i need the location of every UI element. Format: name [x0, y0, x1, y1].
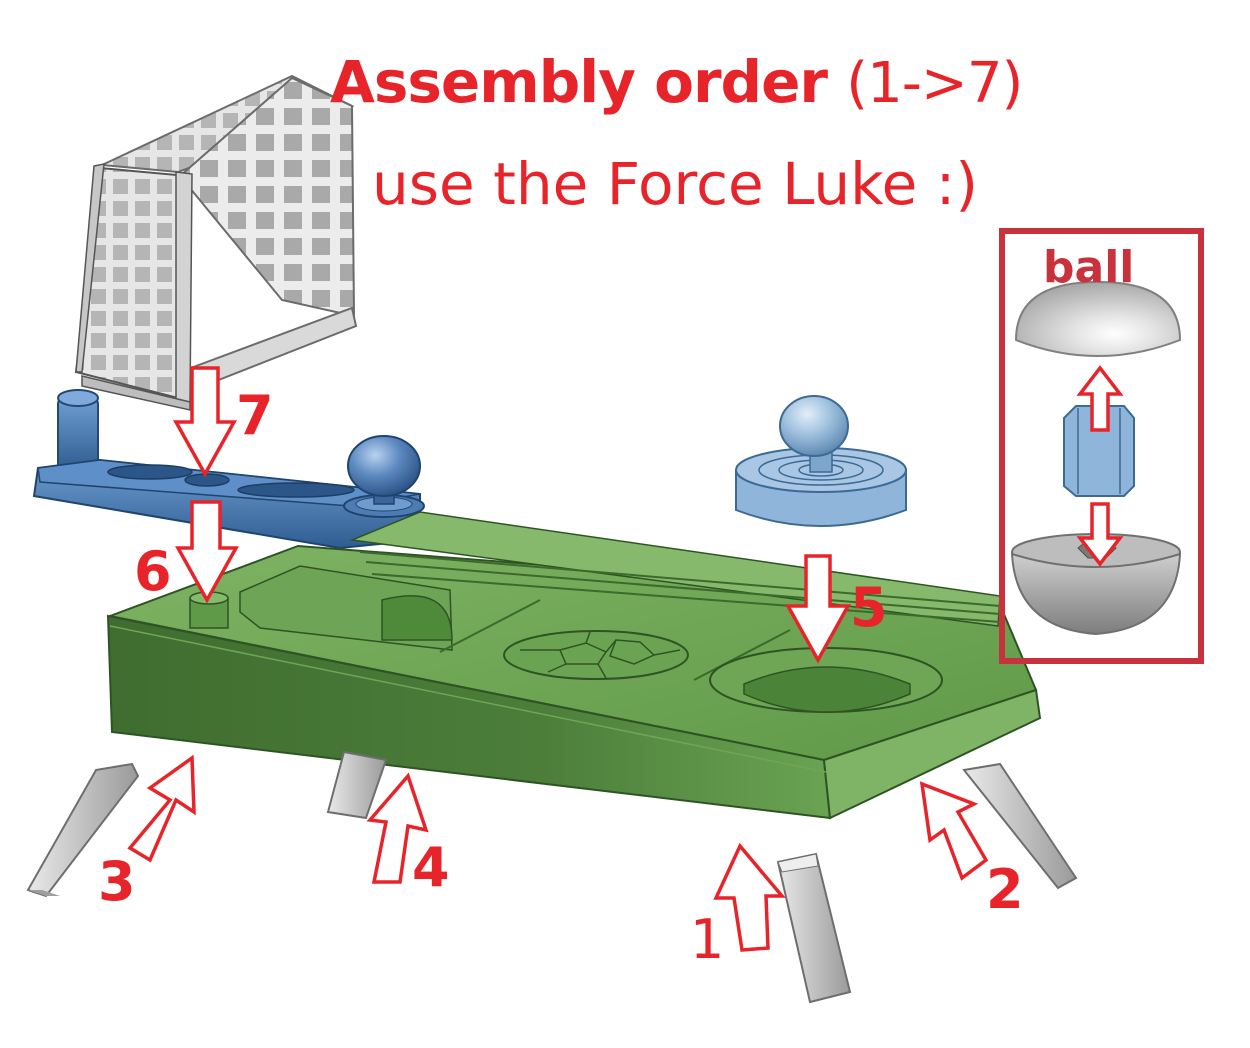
leg-3-part [26, 762, 140, 898]
ball-arrow-down-icon [1076, 502, 1124, 567]
step-label-6: 6 [134, 540, 172, 603]
arrow-2-icon [919, 781, 989, 881]
title-order: (1->7) [846, 51, 1023, 116]
ball-bottom-half-part [1010, 533, 1182, 636]
arrow-3-icon [127, 754, 196, 863]
step-label-7: 7 [236, 384, 274, 447]
step-label-1: 1 [690, 908, 725, 971]
diagram-title: Assembly order (1->7) [330, 48, 1110, 116]
step-label-2: 2 [986, 858, 1024, 921]
arrow-5-icon [785, 554, 851, 664]
ball-callout-label: ball [1043, 242, 1135, 293]
leg-4-part [326, 750, 388, 820]
control-arm-part [32, 389, 425, 550]
title-text: Assembly order [330, 48, 828, 116]
step-label-3: 3 [98, 850, 136, 913]
leg-1-part [776, 852, 852, 1004]
leg-2-part [962, 762, 1078, 890]
arrow-6-icon [175, 500, 239, 604]
ball-callout-box [999, 228, 1204, 664]
puck-handle-part [735, 395, 907, 527]
diagram-subtitle: use the Force Luke :) [372, 150, 978, 218]
arrow-1-icon [713, 842, 786, 952]
step-label-4: 4 [412, 836, 450, 899]
ball-connector-part [1063, 405, 1135, 497]
arrow-7-icon [173, 366, 237, 478]
ball-top-half-part [1014, 280, 1182, 357]
step-label-5: 5 [850, 576, 888, 639]
base-board-part [106, 511, 1042, 820]
ball-arrow-up-icon [1076, 365, 1124, 432]
goal-net-part [74, 74, 358, 411]
arrow-4-icon [366, 772, 429, 884]
